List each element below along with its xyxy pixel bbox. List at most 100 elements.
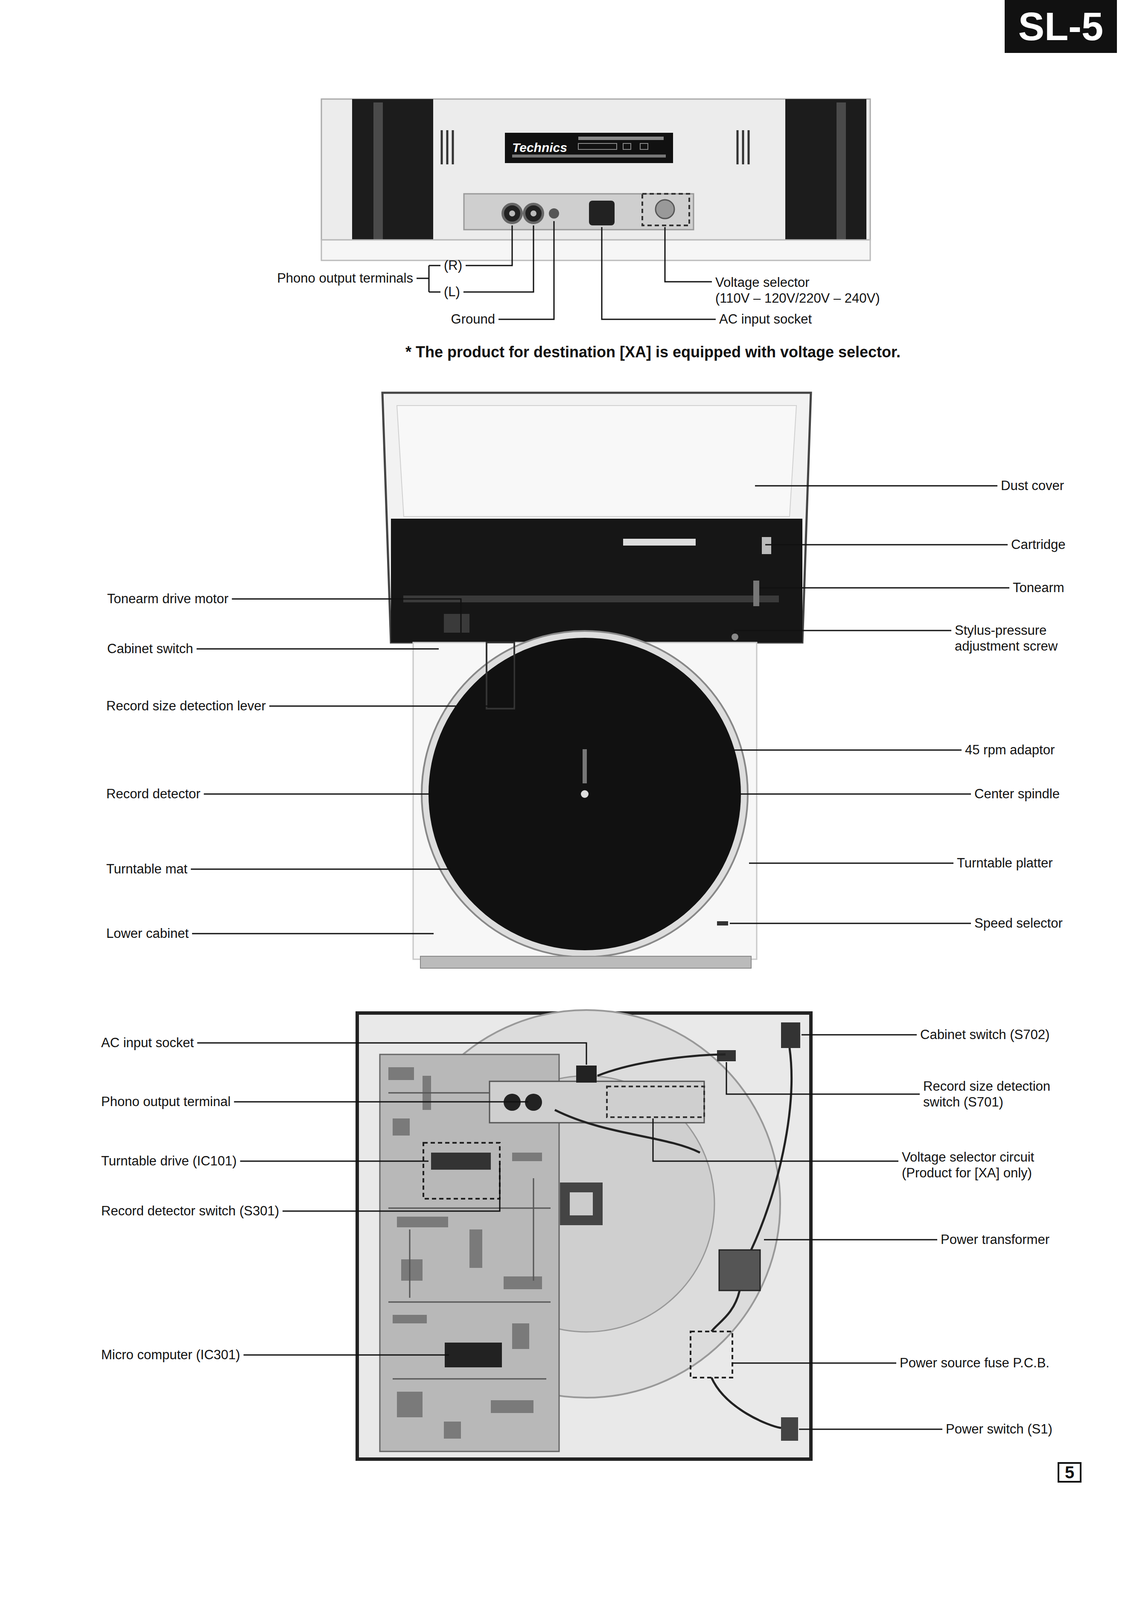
leader-line <box>197 1042 587 1065</box>
callout-label: Record size detection lever <box>106 697 266 714</box>
illustration-part <box>451 130 455 165</box>
rear-view-photo <box>321 99 871 261</box>
callout-label: Tonearm <box>1012 579 1065 596</box>
leader-line <box>601 227 716 320</box>
callout-label: Record detector switch (S301) <box>101 1202 280 1219</box>
illustration-part <box>440 130 444 165</box>
illustration-part <box>711 1377 782 1428</box>
leader-line <box>428 265 441 267</box>
illustration-part <box>623 538 696 546</box>
callout-label: Micro computer (IC301) <box>101 1346 241 1363</box>
illustration-part <box>392 1314 427 1324</box>
leader-line <box>416 277 429 280</box>
illustration-part <box>576 1065 597 1083</box>
illustration-part <box>533 1177 535 1281</box>
illustration-part <box>640 143 648 150</box>
callout-label: Ground <box>451 311 496 327</box>
illustration-part <box>388 1092 551 1379</box>
illustration-part <box>717 1049 736 1062</box>
leader-line <box>428 291 441 293</box>
illustration-part <box>463 193 694 230</box>
illustration-part <box>642 193 690 226</box>
callout-label: Lower cabinet <box>106 925 189 942</box>
illustration-part <box>446 130 449 165</box>
illustration-part <box>504 132 674 164</box>
leader-line <box>463 225 534 292</box>
leader-line <box>734 630 952 634</box>
illustration-part <box>597 1054 726 1076</box>
illustration-part <box>655 199 675 219</box>
illustration-part <box>548 208 560 219</box>
callout-label: Power transformer <box>940 1231 1050 1248</box>
illustration-part <box>606 1086 705 1117</box>
illustration-part <box>731 633 739 641</box>
illustration-part <box>719 1249 761 1291</box>
illustration-part <box>388 1207 551 1209</box>
illustration-part <box>559 1182 603 1225</box>
illustration-part <box>747 130 750 165</box>
illustration-part <box>781 1022 801 1048</box>
illustration-part <box>396 1216 449 1228</box>
leader-line <box>798 1428 943 1430</box>
leader-line <box>465 225 513 266</box>
illustration-part <box>761 536 772 554</box>
page-tag: SL-5 <box>1004 0 1117 53</box>
leader-line <box>590 793 971 795</box>
callout-label: AC input socket <box>719 311 812 327</box>
illustration-part <box>578 143 617 150</box>
illustration-part <box>569 1192 593 1216</box>
callout-label: Record size detectionswitch (S701) <box>923 1078 1051 1110</box>
illustration-part <box>512 154 666 158</box>
callout-label: Voltage selector circuit(Product for [XA… <box>901 1148 1035 1181</box>
illustration-part <box>582 749 587 784</box>
leader-line <box>204 793 557 795</box>
callout-label: Stylus-pressureadjustment screw <box>954 622 1058 654</box>
leader-line <box>759 587 1010 589</box>
callout-label: Voltage selector(110V – 120V/220V – 240V… <box>715 274 881 307</box>
illustration-part <box>443 613 470 633</box>
illustration-part <box>530 210 537 217</box>
illustration-part <box>554 1047 792 1428</box>
callout-label: Turntable mat <box>106 860 188 877</box>
leader-line <box>732 1362 897 1364</box>
leader-line <box>726 1061 920 1094</box>
illustration-part <box>785 99 867 251</box>
illustration-part <box>512 1152 543 1161</box>
illustration-part <box>588 200 615 226</box>
leader-line <box>754 485 998 487</box>
illustration-part <box>373 102 383 244</box>
illustration-part <box>736 130 739 165</box>
illustration-part <box>742 130 745 165</box>
callout-label: Tonearm drive motor <box>107 590 229 607</box>
leader-line <box>243 1354 449 1356</box>
callout-label: Record detector <box>106 785 201 802</box>
illustration-part <box>444 1342 502 1368</box>
callout-label: Turntable platter <box>956 854 1053 871</box>
illustration-part <box>753 580 760 607</box>
illustration-part <box>443 1421 461 1439</box>
illustration-part <box>396 405 797 517</box>
callout-label: 45 rpm adaptor <box>964 741 1055 758</box>
illustration-part <box>321 239 871 261</box>
leader-line <box>765 544 1008 546</box>
leader-line <box>196 648 439 650</box>
note-text: * The product for destination [XA] is eq… <box>405 342 901 362</box>
top-view-photo <box>382 392 811 968</box>
illustration-part <box>469 1229 483 1268</box>
callout-label: Speed selector <box>974 915 1063 931</box>
leader-line <box>729 922 971 925</box>
callout-label: AC input socket <box>101 1034 194 1051</box>
leader-line <box>801 1034 917 1036</box>
callout-label: (L) <box>443 283 461 300</box>
leader-line <box>763 1238 938 1241</box>
illustration-part <box>388 1301 551 1303</box>
illustration-part <box>580 789 589 798</box>
illustration-part <box>623 143 631 150</box>
illustration-part <box>382 392 811 643</box>
callout-label: Dust cover <box>1000 477 1064 494</box>
callout-label: Phono output terminals <box>276 270 414 286</box>
leader-line <box>498 221 554 320</box>
bottom-view-photo <box>357 1009 811 1459</box>
leader-line <box>282 1163 500 1211</box>
